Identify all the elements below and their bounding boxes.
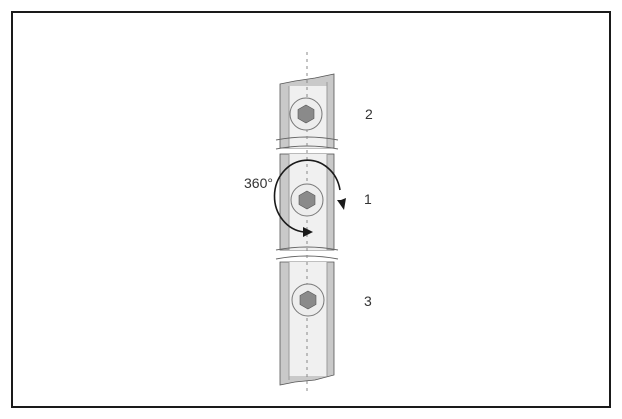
rotation-angle-label: 360° bbox=[244, 175, 273, 191]
position-label-2: 2 bbox=[365, 106, 373, 122]
bolt-position-2 bbox=[289, 97, 323, 131]
position-label-1: 1 bbox=[364, 191, 372, 207]
bolt-position-3 bbox=[291, 283, 325, 317]
frame-border bbox=[11, 11, 611, 408]
bolt-position-1 bbox=[290, 183, 324, 217]
position-label-3: 3 bbox=[364, 293, 372, 309]
rotation-arrow-icon bbox=[273, 159, 346, 237]
rail-segment-bottom bbox=[279, 261, 335, 386]
